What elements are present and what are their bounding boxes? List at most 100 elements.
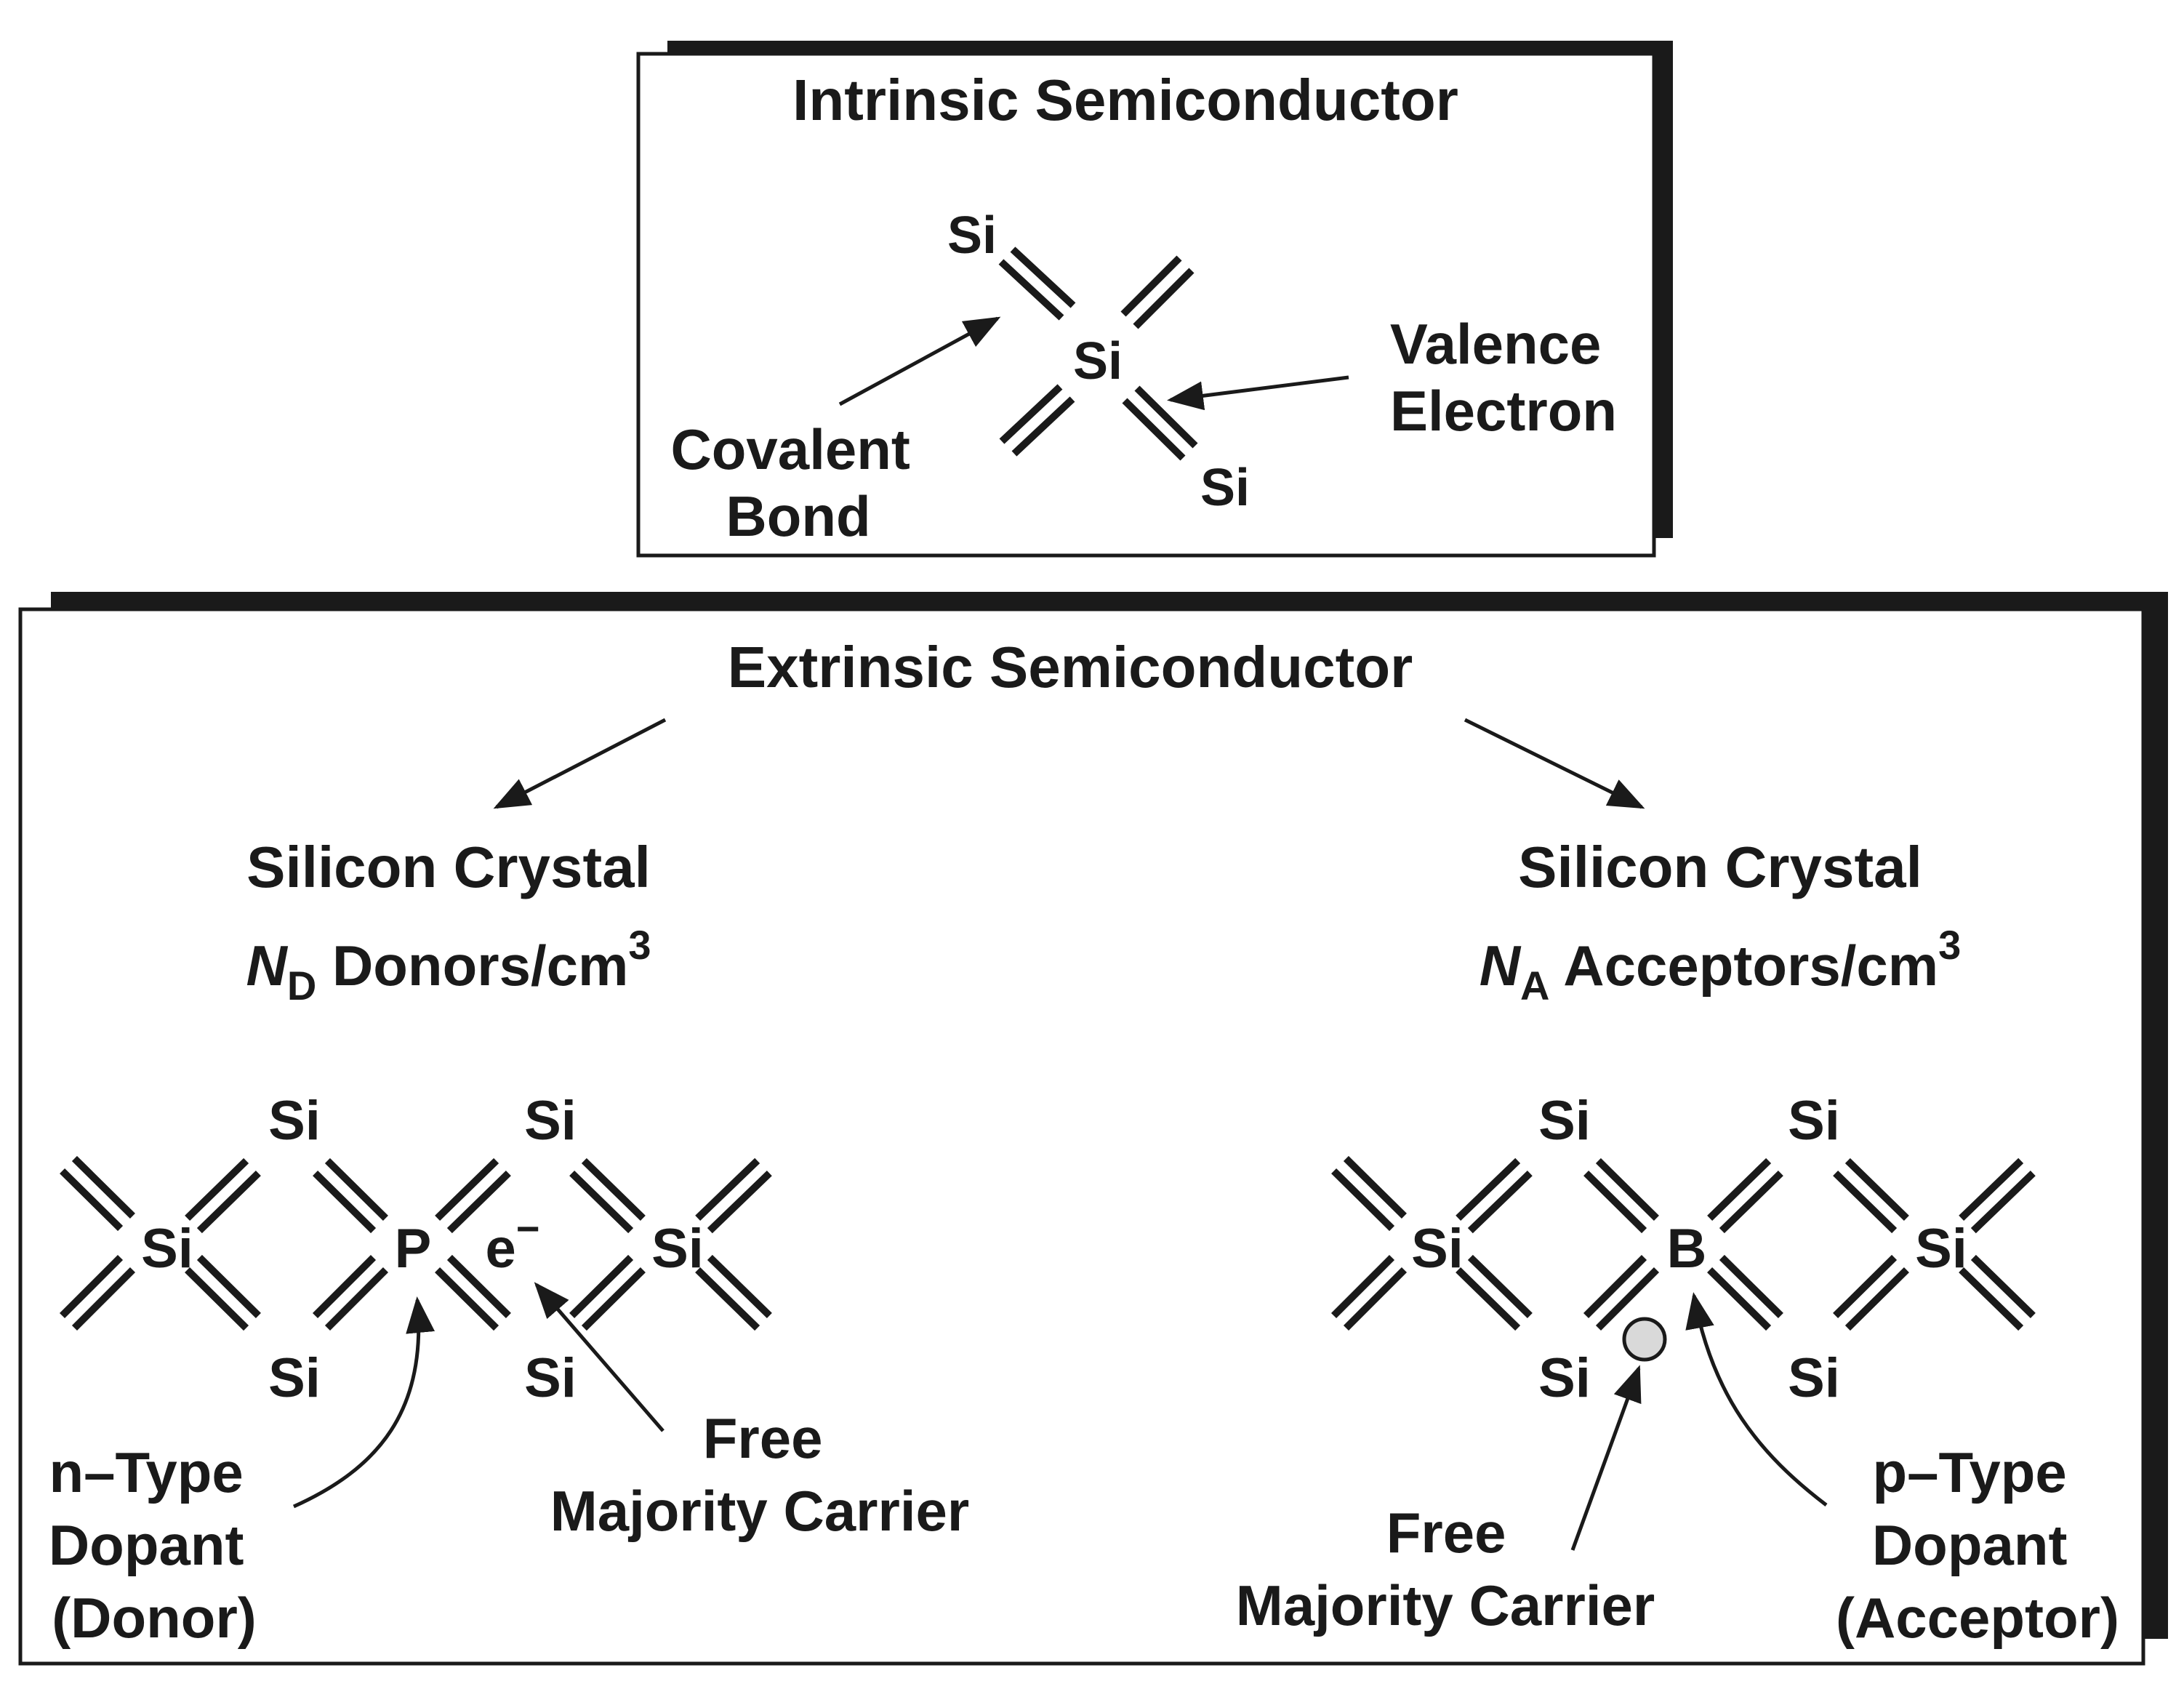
bond-line [1833,1171,1898,1234]
bond-line [435,1158,499,1221]
bond-line [1456,1158,1521,1221]
p-carrier-label-line: Free [1386,1501,1506,1565]
bond-line [695,1158,760,1221]
n-lattice-si-right: Si [651,1218,704,1280]
covalent-bond-label: Covalent Bond [670,417,926,548]
intrinsic-si-top: Si [947,206,997,265]
p-lattice-si-left: Si [1411,1218,1464,1280]
donor-dopant-label-line: Dopant [49,1513,244,1577]
free-electron-symbol: e [486,1218,516,1280]
bond-line [1719,1254,1783,1319]
bond-line [1467,1254,1533,1318]
intrinsic-si-bottom: Si [1200,459,1250,517]
acceptor-dopant-arrow [1685,1292,1828,1507]
p-lattice-si-top-right: Si [1788,1090,1840,1152]
bond-line [60,1168,124,1232]
n-branch-heading: Silicon Crystal [246,835,651,899]
donor-density-exponent: 3 [628,922,651,968]
n-carrier-label-line: Majority Carrier [550,1479,970,1543]
bond-line [1583,1254,1647,1319]
acceptor-dopant-label-line: (Acceptor) [1836,1586,2119,1650]
n-carrier-label-line: Free [703,1406,823,1470]
bond-line [324,1267,389,1331]
bond-line [196,1171,261,1234]
bond-line [1959,1267,2024,1331]
bond-line [581,1267,646,1331]
p-lattice-si-top-left: Si [1538,1090,1591,1152]
n-carrier-label: Free Majority Carrier [550,1406,970,1543]
bond-line [998,259,1064,321]
branch-arrow-n [493,718,667,809]
bond-line [569,1171,634,1234]
n-dopant-p: P [395,1218,432,1280]
bond-line [1134,385,1198,449]
p-lattice-si-bottom-left: Si [1538,1347,1591,1409]
bond-line [1959,1158,2024,1221]
bond-line [71,1267,136,1331]
bond-line [1343,1267,1408,1331]
bond-line [1833,1254,1898,1319]
bond-line [1011,396,1075,457]
acceptor-dopant-label: p–Type Dopant (Acceptor) [1836,1440,2119,1650]
p-branch-heading: Silicon Crystal [1518,835,1922,899]
acceptor-density-symbol: N [1480,934,1522,998]
bond-line [1583,1170,1647,1234]
acceptor-density-text: Acceptors/cm [1549,934,1938,998]
donor-dopant-label-line: n–Type [49,1440,244,1504]
valence-electron-label-line: Valence [1390,312,1602,376]
hole-circle [1622,1317,1667,1362]
bond-line [1970,1254,2036,1318]
intrinsic-panel: Intrinsic Semiconductor Si Si Si Covalen… [636,41,1673,558]
n-lattice: Si Si Si P e− Si Si Si [59,1090,772,1409]
bond-line [1707,1158,1772,1221]
p-lattice: Si Si Si B Si Si Si [1330,1090,2036,1409]
bond-line [1970,1171,2036,1234]
n-lattice-si-left: Si [141,1218,193,1280]
free-electron: e− [486,1205,540,1280]
bond-line [196,1254,261,1319]
extrinsic-panel: Extrinsic Semiconductor Silicon Crystal … [18,592,2168,1666]
donor-dopant-label-line: (Donor) [52,1586,257,1650]
bond-line [435,1267,499,1331]
p-lattice-si-bottom-right: Si [1788,1347,1840,1409]
bond-line [1844,1267,1909,1331]
bond-line [1331,1168,1395,1232]
bond-line [446,1254,511,1319]
bond-line [313,1170,377,1234]
p-dopant-b: B [1667,1218,1707,1280]
valence-electron-label-line: Electron [1390,379,1617,443]
bond-line [1343,1155,1407,1219]
bond-line [1010,246,1076,308]
bond-line [569,1254,634,1319]
acceptor-density: NA Acceptors/cm3 [1480,922,1962,1008]
p-carrier-label-line: Majority Carrier [1236,1573,1655,1637]
covalent-bond-label-line: Bond [726,484,870,548]
bond-line [1330,1254,1395,1319]
n-lattice-bonds [59,1155,772,1331]
bond-line [1467,1171,1533,1234]
extrinsic-title: Extrinsic Semiconductor [728,635,1413,699]
bond-line [707,1171,772,1234]
bond-line [324,1158,388,1221]
free-electron-charge: − [516,1205,540,1251]
bond-line [312,1254,377,1319]
extrinsic-panel-frame [18,607,2145,1666]
n-lattice-si-bottom-left: Si [268,1347,321,1409]
intrinsic-si-center: Si [1073,332,1123,390]
bond-line [707,1254,772,1318]
bond-line [695,1267,760,1331]
donor-dopant-label: n–Type Dopant (Donor) [49,1440,260,1650]
donor-density-subscript: D [287,963,316,1008]
bond-line [59,1254,124,1319]
bond-line [1719,1171,1783,1234]
p-carrier-arrow [1570,1365,1642,1551]
intrinsic-lattice: Si Si Si [838,206,1349,517]
n-lattice-si-top-right: Si [524,1090,577,1152]
covalent-bond-label-line: Covalent [670,417,910,481]
bond-line [1122,398,1186,461]
intrinsic-bonds [998,246,1198,461]
p-lattice-si-right: Si [1915,1218,1967,1280]
intrinsic-title: Intrinsic Semiconductor [792,68,1458,132]
n-carrier-arrow [534,1282,665,1432]
bond-line [1707,1267,1772,1331]
